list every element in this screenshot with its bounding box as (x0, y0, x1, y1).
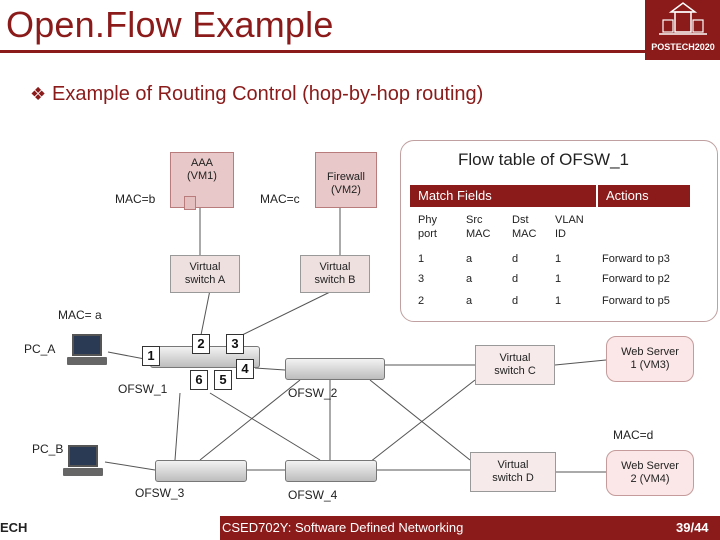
pc-a-base (67, 357, 107, 365)
virtual-switch-b: Virtual switch B (300, 255, 370, 293)
virtual-switch-c: Virtual switch C (475, 345, 555, 385)
match-fields-header: Match Fields (410, 185, 596, 207)
vm-aaa-port (184, 196, 196, 210)
page-number: 39/44 (676, 520, 709, 535)
mac-b-label: MAC=b (115, 192, 156, 206)
row2-action: Forward to p2 (602, 273, 670, 285)
actions-header: Actions (598, 185, 690, 207)
web-server-1: Web Server 1 (VM3) (606, 336, 694, 382)
page-title: Open.Flow Example (6, 4, 334, 45)
diamond-bullet-icon: ❖ (30, 84, 47, 104)
virtual-switch-a: Virtual switch A (170, 255, 240, 293)
row3-action: Forward to p5 (602, 295, 670, 307)
subtitle-text: Example of Routing Control (hop-by-hop r… (52, 83, 484, 105)
row1-src: a (466, 253, 473, 265)
subtitle: ❖Example of Routing Control (hop-by-hop … (30, 83, 483, 106)
virtual-switch-a-label: Virtual switch A (184, 261, 226, 286)
ofsw-2-switch (285, 358, 385, 380)
row3-phy: 2 (418, 295, 425, 307)
ofsw-4-switch (285, 460, 377, 482)
ofsw-4-label: OFSW_4 (288, 488, 338, 502)
row1-dst: d (512, 253, 519, 265)
row3-vlan: 1 (555, 295, 562, 307)
port-5: 5 (214, 370, 232, 390)
row3-dst: d (512, 295, 519, 307)
vm-firewall: Firewall (VM2) (315, 152, 377, 208)
vm-firewall-label: Firewall (VM2) (327, 171, 365, 196)
row2-dst: d (512, 273, 519, 285)
row3-src: a (466, 295, 473, 307)
port-2: 2 (192, 334, 210, 354)
row1-phy: 1 (418, 253, 425, 265)
mac-c-label: MAC=c (260, 192, 300, 206)
row1-vlan: 1 (555, 253, 562, 265)
pc-b-label: PC_B (32, 442, 64, 456)
virtual-switch-b-label: Virtual switch B (314, 261, 356, 286)
ofsw-2-label: OFSW_2 (288, 386, 338, 400)
row1-action: Forward to p3 (602, 253, 670, 265)
logo-text: POSTECH2020 (651, 42, 715, 52)
port-1: 1 (142, 346, 160, 366)
pc-a-screen (72, 334, 102, 356)
pc-b-base (63, 468, 103, 476)
col-src-mac: Src MAC (466, 214, 491, 240)
web-server-2-label: Web Server 2 (VM4) (621, 460, 679, 485)
col-vlan-id: VLAN ID (555, 214, 584, 240)
flow-table-panel (400, 140, 718, 322)
row2-phy: 3 (418, 273, 425, 285)
row2-src: a (466, 273, 473, 285)
virtual-switch-c-label: Virtual switch C (494, 352, 536, 377)
university-logo: POSTECH2020 (645, 0, 720, 60)
mac-a-label: MAC= a (58, 308, 102, 322)
col-dst-mac: Dst MAC (512, 214, 537, 240)
virtual-switch-d-label: Virtual switch D (492, 459, 534, 484)
row2-vlan: 1 (555, 273, 562, 285)
footer-logo-text: ECH (0, 520, 28, 535)
web-server-1-label: Web Server 1 (VM3) (621, 346, 679, 371)
footer-course-title: CSED702Y: Software Defined Networking (222, 520, 464, 535)
pc-a-label: PC_A (24, 342, 56, 356)
port-3: 3 (226, 334, 244, 354)
virtual-switch-d: Virtual switch D (470, 452, 556, 492)
port-4: 4 (236, 359, 254, 379)
web-server-2: Web Server 2 (VM4) (606, 450, 694, 496)
ofsw-3-label: OFSW_3 (135, 486, 185, 500)
flow-table-title: Flow table of OFSW_1 (458, 150, 630, 169)
title-divider (0, 50, 720, 53)
col-phy-port: Phy port (418, 214, 437, 240)
ofsw-3-switch (155, 460, 247, 482)
port-6: 6 (190, 370, 208, 390)
vm-aaa: AAA (VM1) (170, 152, 234, 208)
ofsw-1-label: OFSW_1 (118, 382, 168, 396)
pc-b-screen (68, 445, 98, 467)
vm-aaa-label: AAA (VM1) (187, 157, 217, 182)
footer-bar (220, 516, 720, 540)
mac-d-label: MAC=d (613, 428, 654, 442)
building-icon (659, 2, 707, 35)
